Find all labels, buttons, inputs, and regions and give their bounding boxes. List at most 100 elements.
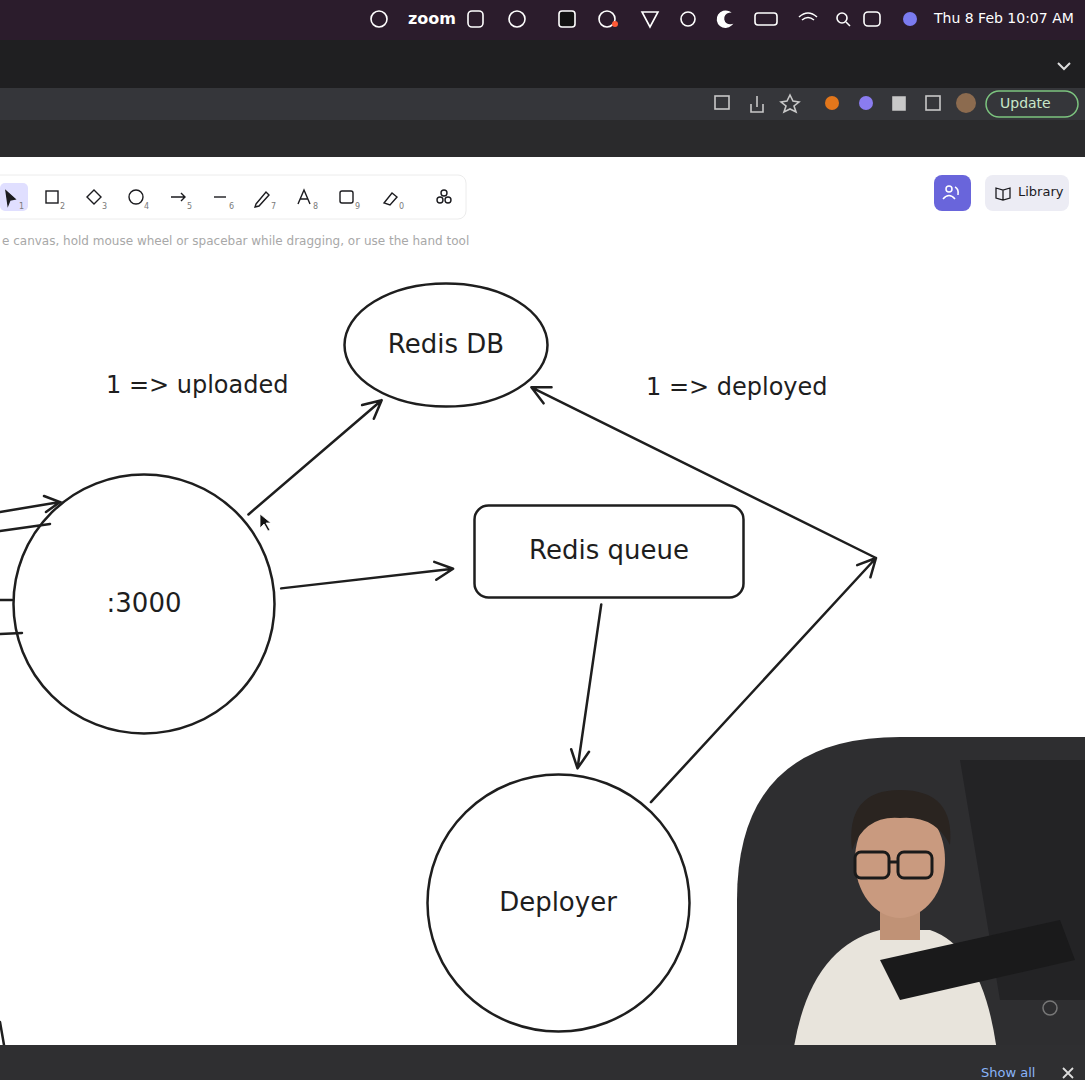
shortcut-number: 0 [399,203,404,212]
queue-box: Redis queue [473,504,745,599]
download-bar [0,1045,1085,1080]
shortcut-number: 9 [355,203,360,212]
pencil-icon [255,192,269,207]
edge-label: 1 => deployed [643,372,831,402]
connector-arrow [248,400,381,514]
browser-icon [751,96,763,112]
edge-label: 1 => uploaded [103,370,291,400]
shortcut-number: 2 [60,203,65,212]
image-icon [340,191,353,203]
avatar [956,93,976,113]
node-text: Deployer [499,888,617,918]
connector-arrow [531,387,876,802]
rect-icon [46,191,58,203]
db-ellipse: Redis DB [343,282,549,408]
glasses-bridge [889,861,898,864]
line-icon [214,196,226,197]
wifi-icon [799,13,817,20]
glasses-lens [898,852,932,878]
cut-off-arrows [0,496,60,1045]
diamond-icon [87,190,101,204]
circle-icon [129,190,143,204]
menu-icon [612,21,618,27]
menu-icon [717,11,731,27]
person-hair [851,790,950,850]
glasses-lens [855,852,889,878]
mouse-cursor [260,514,271,531]
update-pill [986,91,1078,117]
library-button [985,175,1069,211]
cut-off-arrow [0,496,60,512]
menu-icons [371,11,917,27]
hint-text: e canvas, hold mouse wheel or spacebar w… [2,235,469,248]
book-icon [996,188,1010,200]
menu-icon [509,11,525,27]
outline-ellipse [345,284,548,407]
button-label: Show all [981,1066,1035,1080]
menu-icon [642,12,658,27]
menu-icon [468,11,483,27]
menu-bar [0,0,1085,40]
button-label: Update [1000,96,1051,111]
menu-icon [559,11,575,27]
tool-icons [6,190,451,207]
person-glasses [855,852,932,878]
shortcut-number: 6 [229,203,234,212]
camera-lens [1043,1001,1057,1015]
outline-ellipse [14,475,275,734]
shortcut-number: 7 [271,203,276,212]
more-icon [441,190,447,196]
cut-off-arrow [0,633,22,634]
webcam-overlay [737,737,1085,1080]
page-band [0,120,1085,157]
browser-icon [781,95,799,112]
node-text: :3000 [107,589,182,619]
node-text: Redis queue [529,536,689,566]
battery-icon [755,13,777,25]
shortcut-number: 4 [144,203,149,212]
search-icon [846,22,850,26]
connector-arrow [571,604,601,768]
webcam-ground [737,737,1085,1080]
address-bar [0,88,1085,120]
toolbar [0,175,466,219]
camera-rig [880,920,1075,1000]
chevron-icon [1058,63,1070,69]
browser-icon [715,96,729,109]
siri-icon [903,12,917,26]
cut-off-arrow [0,599,12,602]
button-label: Library [1018,185,1063,199]
shortcut-number: 1 [19,203,24,212]
server-circle: :3000 [12,473,276,735]
control-icon [864,12,880,26]
clock: Thu 8 Feb 10:07 AM [934,11,1074,26]
browser-icons [715,93,976,113]
shortcut-number: 3 [102,203,107,212]
connector-arrow [281,562,453,589]
arrow-icon [171,193,185,201]
search-icon [837,13,847,23]
collab-icon [943,187,958,199]
more-icon [445,197,451,203]
more-icon [437,197,443,203]
shortcut-number: 5 [187,203,192,212]
cut-off-arrow [0,524,50,531]
browser-icon [825,96,839,110]
browser-icon [926,96,940,110]
eraser-icon [384,193,397,205]
app-name: zoom [408,10,456,28]
menu-icon [681,12,695,26]
close-icon [1063,1068,1073,1078]
deployer-circle: Deployer [426,773,691,1033]
node-text: Redis DB [388,330,504,360]
browser-icon [859,96,873,110]
collab-icon [943,186,958,199]
selected-tool [0,183,28,211]
menu-icon [371,11,387,27]
browser-icon [893,97,905,110]
collab-button [934,175,971,211]
cut-off-line [0,1022,4,1045]
shortcut-number: 8 [313,203,318,212]
outline-rect [475,505,744,597]
